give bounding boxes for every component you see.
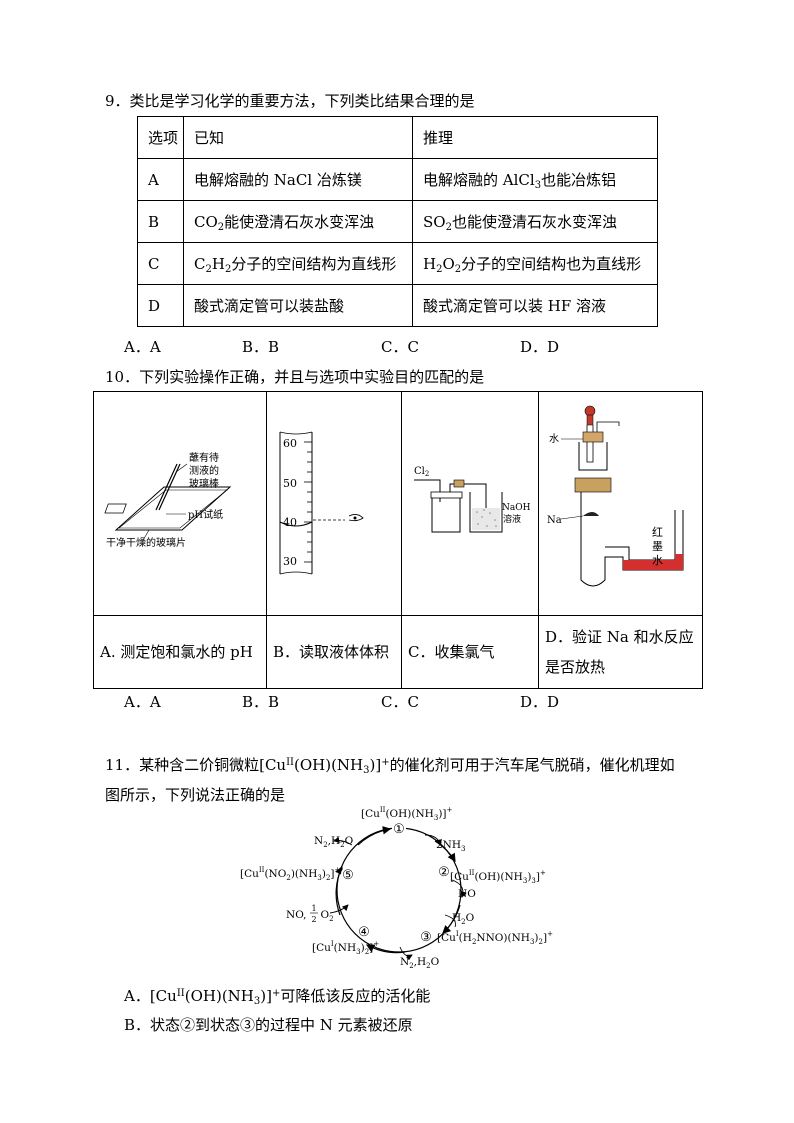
option-a[interactable]: A．A	[124, 338, 161, 356]
species-4: [CuI(NH3)2]+	[312, 940, 379, 956]
label-ph-paper: pH试纸	[188, 508, 223, 521]
q10-figure-a: 蘸有待 测液的 玻璃棒 pH试纸 干净干燥的玻璃片	[93, 391, 267, 616]
table-cell: C2H2分子的空间结构为直线形	[183, 242, 413, 285]
state-2: ②	[438, 865, 450, 880]
table-cell: H2O2分子的空间结构也为直线形	[412, 242, 658, 285]
table-cell: A	[137, 158, 184, 201]
fraction-denominator: 2	[311, 915, 316, 924]
option-d[interactable]: D．D	[520, 693, 560, 711]
table-row: D 酸式滴定管可以装盐酸 酸式滴定管可以装 HF 溶液	[137, 284, 658, 327]
reactant-nh3: 2NH3	[436, 839, 466, 853]
species-3: [CuI(H2NNO)(NH3)2]+	[437, 930, 553, 946]
q11-stem-line2: 图所示，下列说法正确的是	[105, 786, 286, 804]
table-row: B CO2能使澄清石灰水变浑浊 SO2也能使澄清石灰水变浑浊	[137, 200, 658, 243]
graduated-cylinder-diagram: 60 50 40 30	[279, 431, 364, 575]
option-b[interactable]: B．B	[242, 693, 280, 711]
tick-label: 60	[283, 437, 297, 450]
option-d[interactable]: D．D	[520, 338, 560, 356]
q10-figure-d: 水 Na 红 墨 水	[538, 391, 703, 616]
dropper-bulb	[584, 405, 596, 417]
species-1: [CuII(OH)(NH3)]+	[361, 806, 453, 822]
tick-label: 50	[283, 477, 297, 490]
tick-label: 30	[283, 555, 297, 568]
table-cell: C	[137, 242, 184, 285]
q10-label-a: A. 测定饱和氯水的 pH	[93, 615, 267, 689]
q10-stem: 10．下列实验操作正确，并且与选项中实验目的匹配的是	[105, 368, 485, 386]
state-4: ④	[358, 925, 370, 940]
catalytic-cycle-diagram: ① ② ③ ④ ⑤ [CuII(OH)(NH3)]+ 2NH3 [CuII(OH…	[240, 806, 553, 970]
state-3: ③	[420, 930, 432, 945]
q9-table: 选项 已知 推理 A 电解熔融的 NaCl 冶炼镁 电解熔融的 AlCl3也能冶…	[137, 116, 658, 327]
label-water: 水	[549, 433, 559, 445]
q9-stem: 9．类比是学习化学的重要方法，下列类比结果合理的是	[105, 92, 475, 110]
reactant-no-o2: NO,O2	[286, 909, 334, 923]
q10-figure-b: 60 50 40 30	[266, 391, 402, 616]
option-c[interactable]: C．C	[381, 338, 419, 356]
label-red-ink-1: 红	[652, 526, 663, 539]
product-n2-h2o-top: N2,H2O	[314, 835, 354, 849]
table-cell: CO2能使澄清石灰水变浑浊	[183, 200, 413, 243]
state-1: ①	[393, 822, 405, 837]
table-header-cell: 已知	[183, 116, 413, 159]
sodium-piece	[583, 512, 599, 516]
q10-label-b: B．读取液体体积	[266, 615, 402, 689]
reactant-no: NO	[458, 888, 476, 900]
q10-label-d: D．验证 Na 和水反应是否放热	[538, 615, 703, 689]
table-cell: 电解熔融的 NaCl 冶炼镁	[183, 158, 413, 201]
option-c[interactable]: C．C	[381, 693, 419, 711]
label-glass-rod-3: 玻璃棒	[189, 477, 219, 490]
label-glass-rod-1: 蘸有待	[189, 451, 219, 464]
eye-icon	[348, 513, 364, 522]
table-cell: 酸式滴定管可以装盐酸	[183, 284, 413, 327]
table-cell: D	[137, 284, 184, 327]
table-cell: B	[137, 200, 184, 243]
tick-label: 40	[283, 516, 297, 529]
label-glass-rod-2: 测液的	[189, 464, 219, 477]
species-5: [CuII(NO2)(NH3)2]+	[240, 866, 341, 882]
label-naoh: NaOH	[502, 503, 531, 513]
q10-table: 蘸有待 测液的 玻璃棒 pH试纸 干净干燥的玻璃片 60 5	[93, 391, 703, 689]
q11-option-b[interactable]: B．状态②到状态③的过程中 N 元素被还原	[124, 1016, 413, 1034]
table-row: C C2H2分子的空间结构为直线形 H2O2分子的空间结构也为直线形	[137, 242, 658, 285]
label-na: Na	[547, 515, 562, 526]
label-gas: Cl2	[414, 466, 429, 478]
table-cell: 酸式滴定管可以装 HF 溶液	[412, 284, 658, 327]
label-solution: 溶液	[503, 513, 521, 525]
table-row: A 电解熔融的 NaCl 冶炼镁 电解熔融的 AlCl3也能冶炼铝	[137, 158, 658, 201]
table-cell: 电解熔融的 AlCl3也能冶炼铝	[412, 158, 658, 201]
product-n2-h2o-bottom: N2,H2O	[400, 956, 440, 970]
gas-collection-diagram: Cl2 NaOH 溶液	[414, 466, 531, 533]
table-cell: SO2也能使澄清石灰水变浑浊	[412, 200, 658, 243]
sodium-water-diagram: 水 Na 红 墨 水	[547, 405, 684, 587]
label-red-ink-3: 水	[652, 554, 663, 567]
table-header-cell: 推理	[412, 116, 658, 159]
product-h2o: H2O	[452, 912, 475, 926]
table-row: 选项 已知 推理	[137, 116, 658, 159]
q11-option-a[interactable]: A．[CuII(OH)(NH3)]+可降低该反应的活化能	[124, 987, 431, 1007]
table-header-cell: 选项	[137, 116, 184, 159]
species-2: [CuII(OH)(NH3)3]+	[450, 869, 546, 885]
q10-figure-c: Cl2 NaOH 溶液	[401, 391, 539, 616]
option-a[interactable]: A．A	[124, 693, 161, 711]
state-5: ⑤	[342, 868, 354, 883]
fraction-numerator: 1	[311, 904, 316, 913]
q10-label-c: C．收集氯气	[401, 615, 539, 689]
label-glass-plate: 干净干燥的玻璃片	[106, 536, 186, 549]
ph-test-diagram: 蘸有待 测液的 玻璃棒 pH试纸 干净干燥的玻璃片	[104, 451, 232, 549]
option-b[interactable]: B．B	[242, 338, 280, 356]
q11-stem-line1: 11．某种含二价铜微粒[CuII(OH)(NH3)]+的催化剂可用于汽车尾气脱硝…	[105, 756, 675, 776]
label-red-ink-2: 墨	[652, 540, 663, 553]
